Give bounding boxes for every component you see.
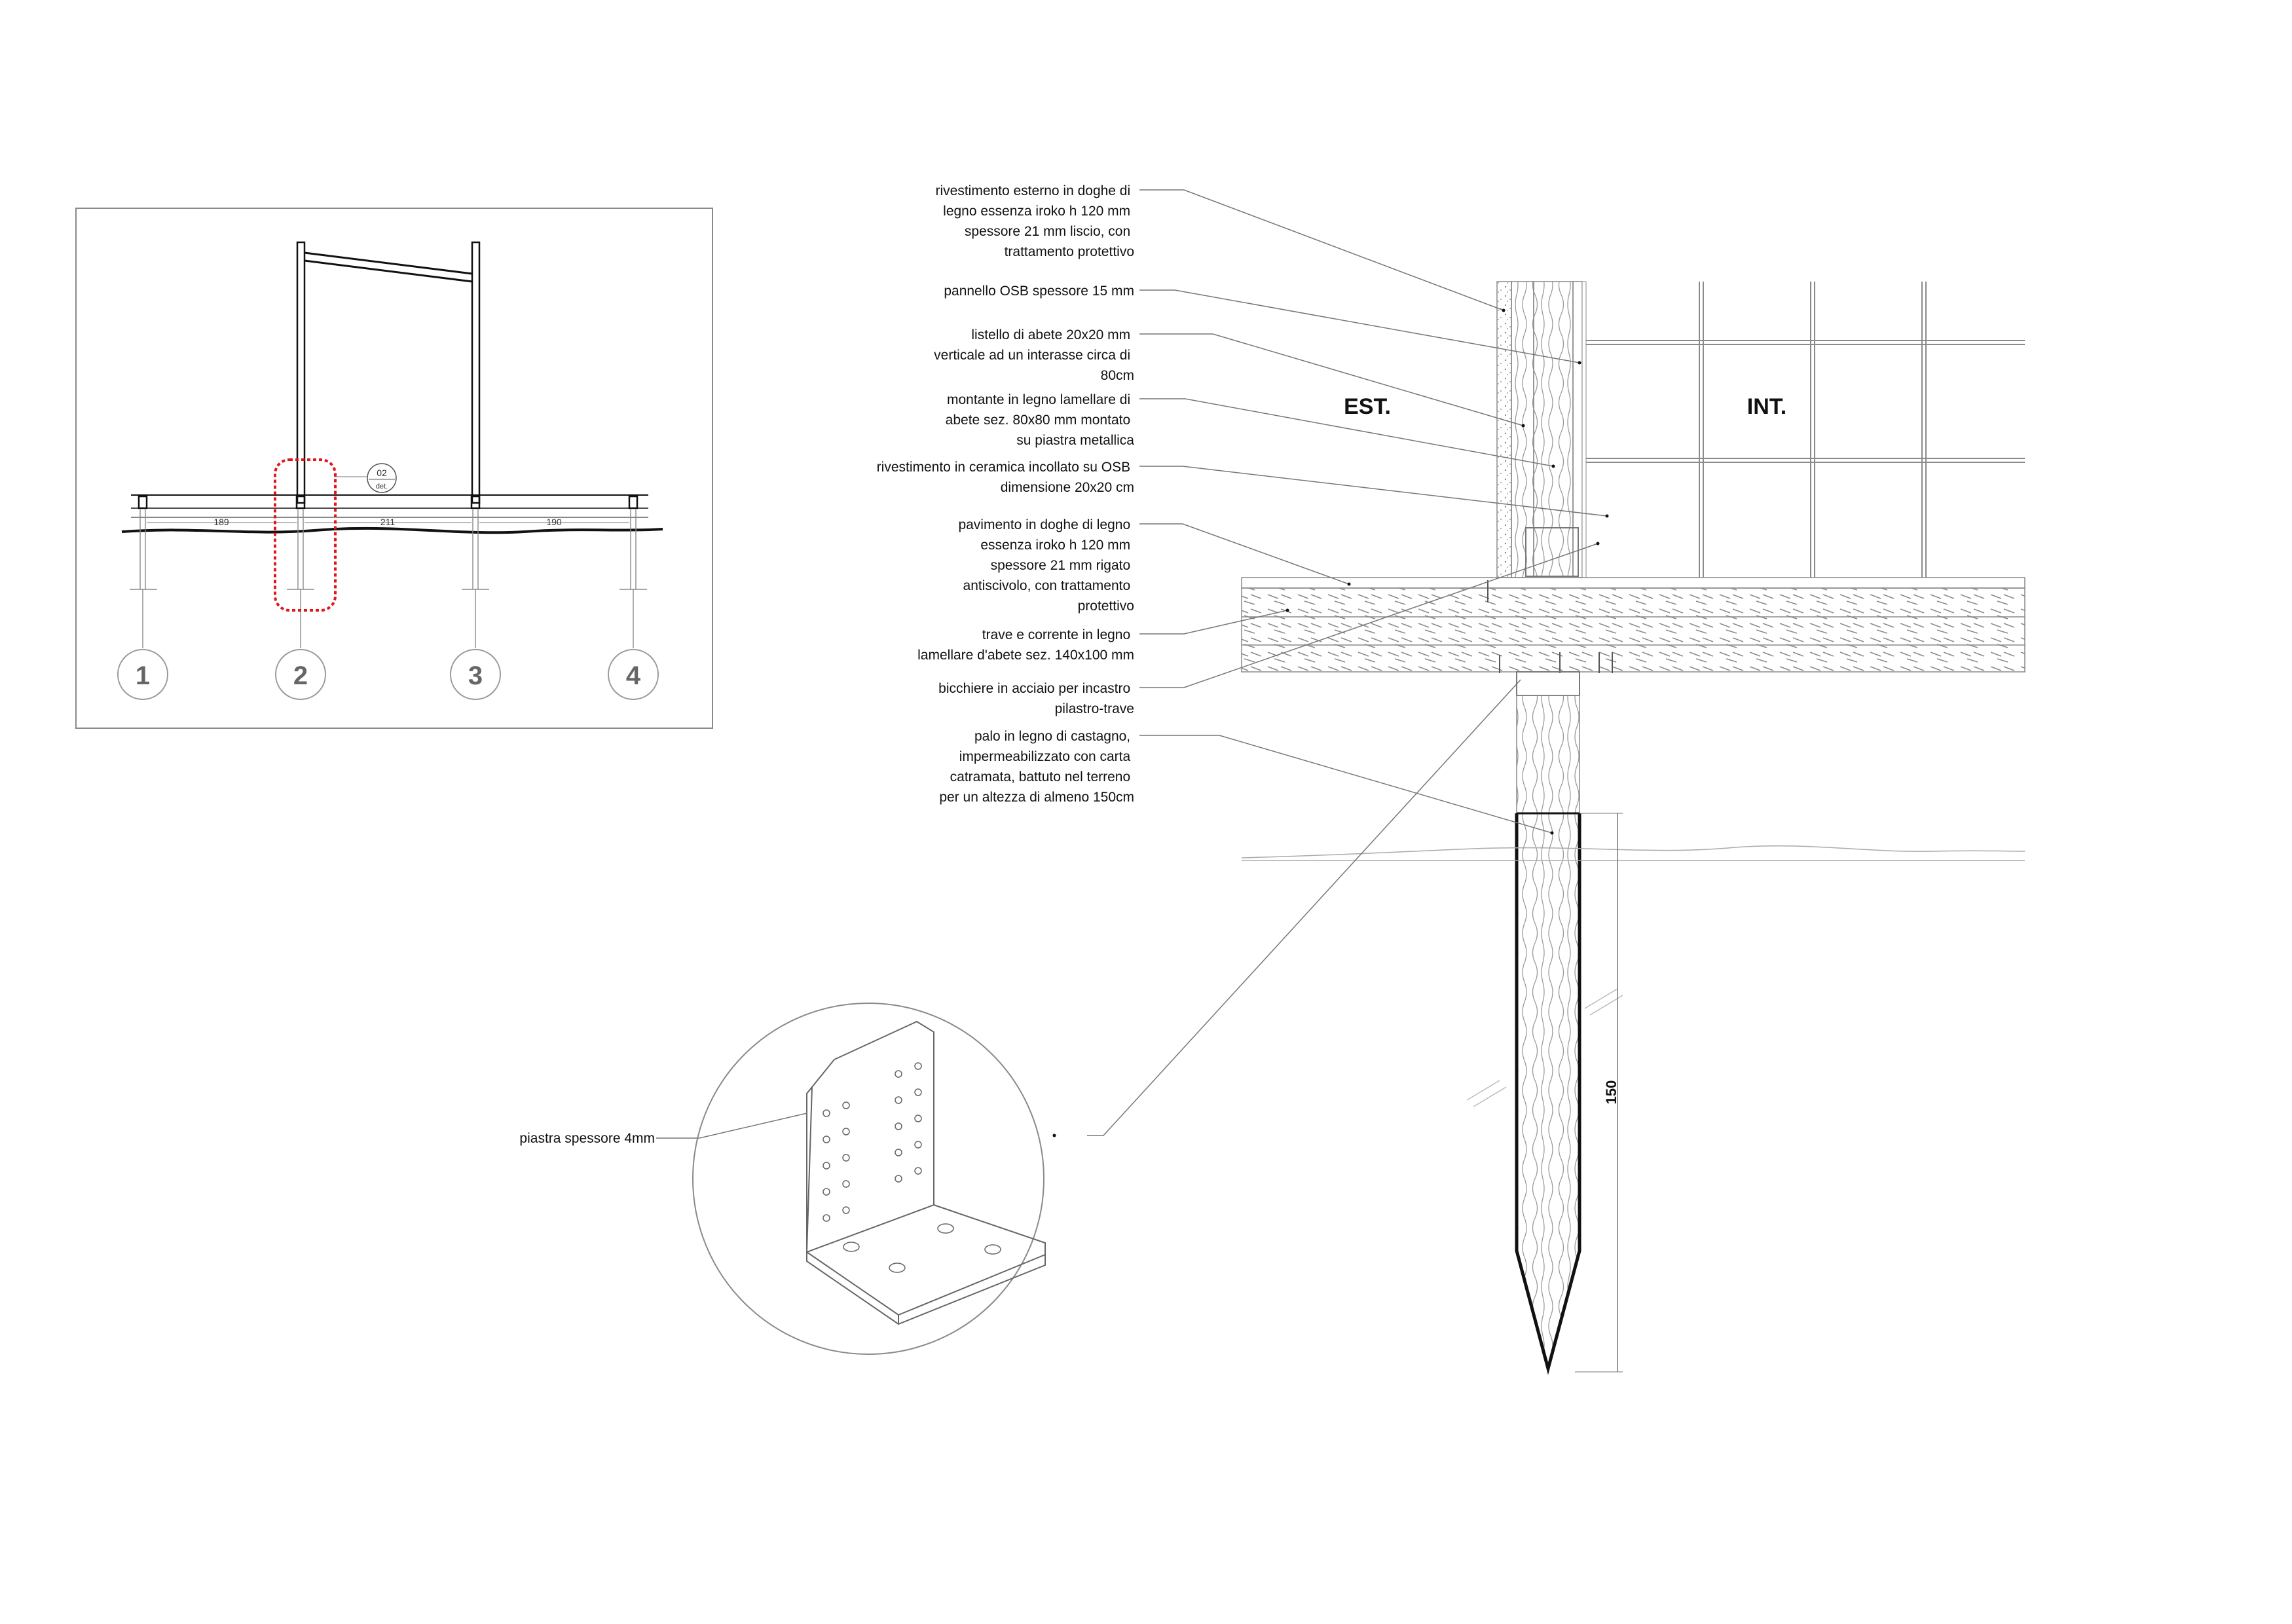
callout-line: pilastro-trave [1055, 701, 1134, 716]
detail-ref-suffix: det. [376, 483, 388, 490]
callout-line: verticale ad un interasse circa di [934, 348, 1130, 363]
axis-label-2: 2 [293, 661, 308, 690]
pergola-frame [296, 241, 481, 504]
callout-line: protettivo [1078, 599, 1134, 614]
bracket-holes [823, 1062, 1001, 1273]
callout-fir-batten: listello di abete 20x20 mm verticale ad … [934, 327, 1134, 383]
ground-line [1241, 845, 2025, 861]
callout-line: lamellare d'abete sez. 140x100 mm [917, 648, 1134, 663]
callout-line: legno essenza iroko h 120 mm [943, 204, 1130, 219]
span-dimensions: 189 211 190 [147, 517, 629, 527]
span-2-3: 211 [380, 517, 396, 527]
detail-highlight-box[interactable] [274, 458, 337, 612]
callout-ceramic-tiling: rivestimento in ceramica incollato su OS… [877, 460, 1134, 495]
ceramic-tile-grid [1585, 282, 2025, 578]
callout-line: antiscivolo, con trattamento [963, 578, 1131, 593]
callout-osb-panel: pannello OSB spessore 15 mm [944, 284, 1134, 299]
plate-label: piastra spessore 4mm [519, 1131, 655, 1146]
callouts: rivestimento esterno in doghe di legno e… [877, 183, 1135, 805]
callout-line: 80cm [1101, 368, 1134, 383]
callout-line: essenza iroko h 120 mm [980, 538, 1130, 553]
int-label: INT. [1747, 394, 1786, 419]
callout-line: su piastra metallica [1016, 433, 1134, 448]
plate-detail: piastra spessore 4mm [519, 1003, 1046, 1355]
callout-line: spessore 21 mm liscio, con [965, 224, 1130, 239]
axis-bubble-3 [450, 649, 501, 700]
axis-label-3: 3 [468, 661, 483, 690]
angle-bracket [805, 1020, 1046, 1325]
axis-bubble-2 [275, 649, 326, 700]
detail-ref-number: 02 [377, 468, 387, 478]
callout-line: trave e corrente in legno [982, 627, 1130, 642]
callout-glulam-post: montante in legno lamellare di abete sez… [946, 392, 1135, 448]
axis-bubble-1 [117, 649, 168, 700]
callout-beam: trave e corrente in legno lamellare d'ab… [917, 627, 1134, 663]
axis-label-1: 1 [136, 661, 150, 690]
leader-lines [1087, 189, 1608, 1136]
callout-line: listello di abete 20x20 mm [971, 327, 1130, 342]
callout-line: dimensione 20x20 cm [1001, 480, 1134, 495]
plate-leader [699, 1113, 807, 1139]
callout-line: trattamento protettivo [1005, 244, 1134, 259]
plate-detail-circle [692, 1003, 1044, 1355]
wall-buildup [1496, 281, 1587, 578]
key-plan-frame [75, 208, 713, 729]
span-1-2: 189 [213, 517, 229, 527]
callout-exterior-cladding: rivestimento esterno in doghe di legno e… [935, 183, 1134, 259]
key-plan: 189 211 190 02 det. 1 2 3 4 [75, 208, 713, 729]
callout-steel-cup: bicchiere in acciaio per incastro pilast… [938, 681, 1134, 716]
callout-line: rivestimento in ceramica incollato su OS… [877, 460, 1131, 475]
callout-line: impermeabilizzato con carta [959, 749, 1131, 764]
callout-line: abete sez. 80x80 mm montato [946, 413, 1131, 428]
callout-line: per un altezza di almeno 150cm [939, 790, 1134, 805]
leader-dots [1052, 308, 1609, 1137]
deck-elevation [121, 494, 663, 534]
depth-dimension-label: 150 [1603, 1080, 1619, 1105]
detail-reference-bubble[interactable]: 02 det. [334, 463, 397, 493]
ext-label: EST. [1344, 394, 1391, 419]
callout-line: rivestimento esterno in doghe di [935, 183, 1130, 198]
callout-deck-flooring: pavimento in doghe di legno essenza irok… [958, 517, 1134, 614]
floor-deck [1241, 577, 2025, 673]
callout-line: spessore 21 mm rigato [991, 558, 1131, 573]
axis-label-4: 4 [626, 661, 641, 690]
steel-cup-connector [1516, 671, 1580, 696]
axis-bubble-4 [608, 649, 659, 700]
callout-chestnut-pile: palo in legno di castagno, impermeabiliz… [939, 729, 1134, 805]
span-3-4: 190 [546, 517, 562, 527]
key-plan-piles [130, 509, 647, 648]
callout-line: pannello OSB spessore 15 mm [944, 284, 1134, 299]
axis-bubbles: 1 2 3 4 [117, 649, 659, 700]
callout-line: pavimento in doghe di legno [958, 517, 1130, 532]
callout-line: palo in legno di castagno, [974, 729, 1130, 744]
callout-line: catramata, battuto nel terreno [950, 769, 1131, 784]
chestnut-pile [1515, 695, 1581, 1375]
callout-line: montante in legno lamellare di [947, 392, 1130, 407]
section-detail: 150 EST. INT. [1241, 281, 2025, 1375]
callout-line: bicchiere in acciaio per incastro [938, 681, 1130, 696]
depth-dimension: 150 [1575, 813, 1623, 1373]
